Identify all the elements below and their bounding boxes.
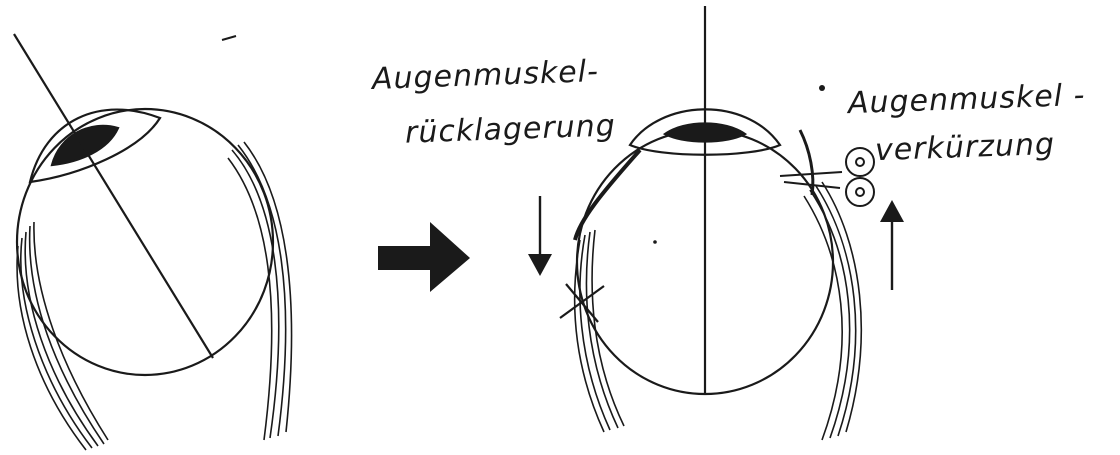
stray-mark: [222, 36, 236, 40]
muscle-right-lateral: [804, 182, 861, 440]
dot-mark: [653, 240, 657, 244]
muscle-right-medial: [575, 230, 624, 432]
visual-axis-left: [14, 34, 213, 358]
muscle-left-medial: [17, 222, 108, 450]
dot-mark: [819, 85, 825, 91]
resection-label-line2: verkürzung: [874, 127, 1055, 169]
muscle-stump-right: [575, 150, 640, 240]
eye-after-surgery: [575, 6, 862, 440]
scissors-icon: [780, 148, 874, 206]
muscle-left-lateral: [228, 142, 292, 440]
up-arrow-icon: [880, 200, 904, 290]
right-arrow-icon: [378, 222, 470, 292]
eye-before-surgery: [14, 34, 292, 450]
recession-label-line2: rücklagerung: [404, 108, 616, 151]
down-arrow-icon: [528, 196, 552, 276]
x-mark-icon: [560, 284, 604, 322]
